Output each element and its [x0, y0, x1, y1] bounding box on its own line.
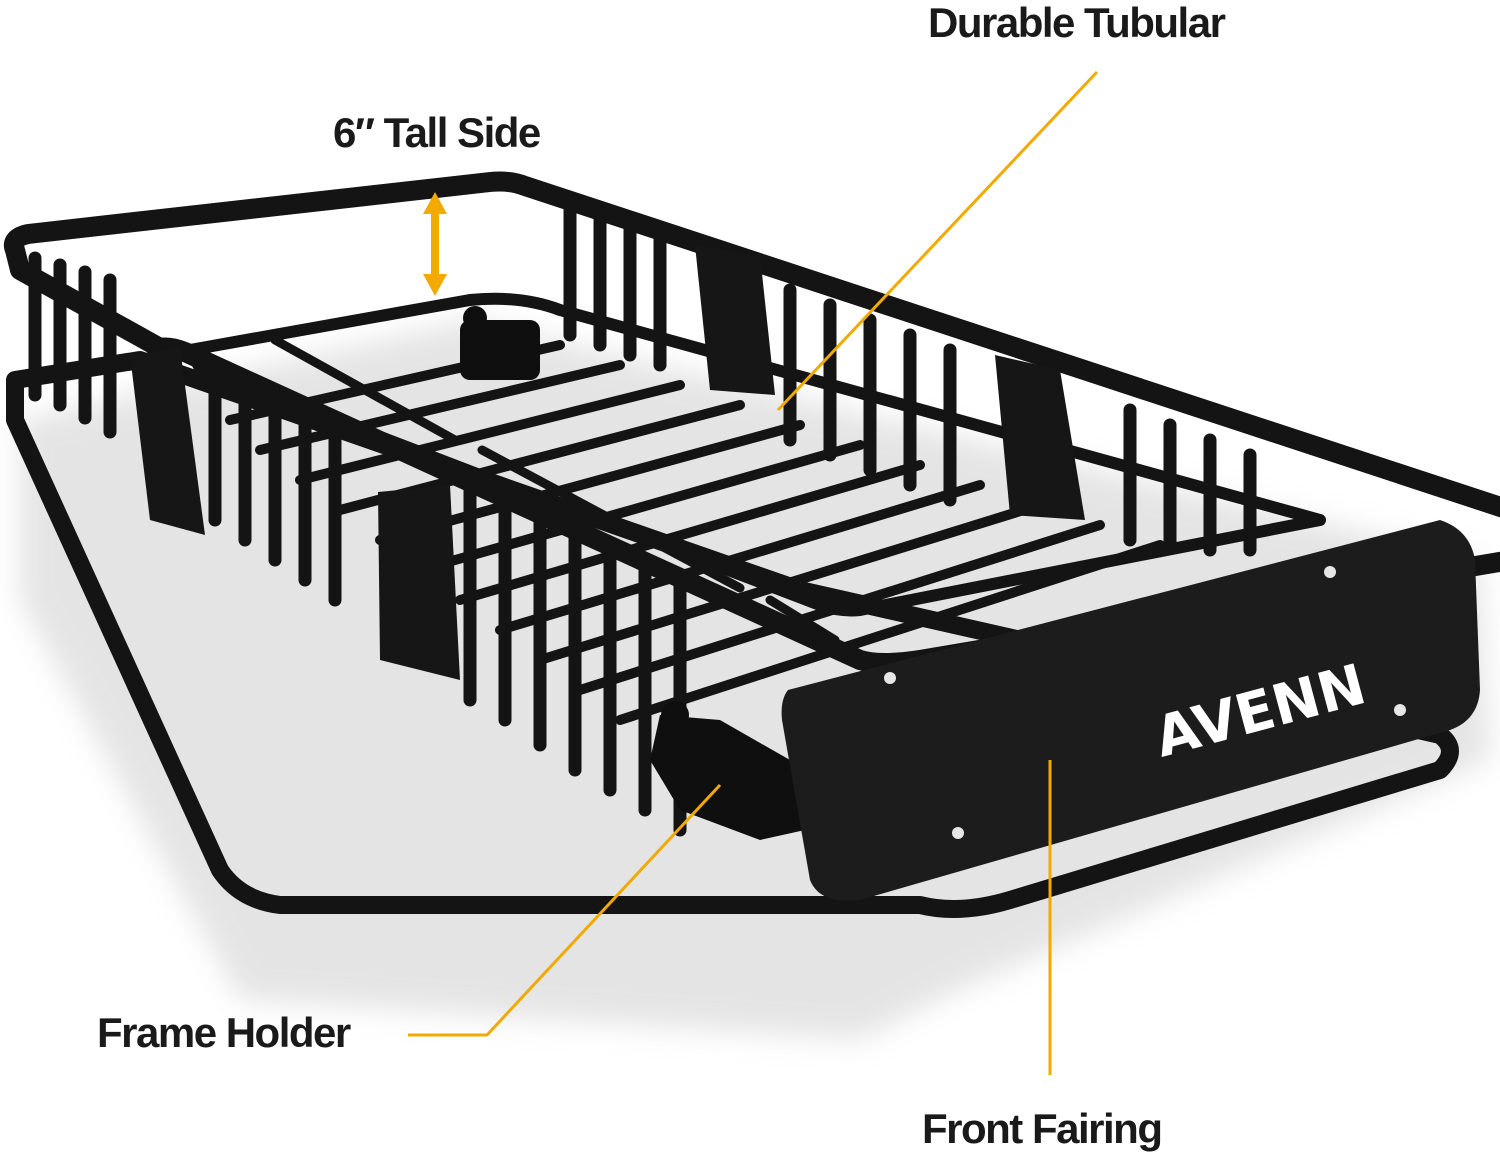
double-arrow-icon [423, 192, 447, 296]
lower-frame [6, 351, 1459, 918]
frame-holder-clamp-front [650, 701, 805, 840]
frame-holder-clamp-back [460, 306, 540, 380]
label-durable-tubular: Durable Tubular [928, 0, 1226, 46]
rod-1 [270, 335, 460, 445]
label-front-fairing: Front Fairing [922, 1105, 1163, 1152]
side-plates [130, 245, 1085, 680]
side-slats [28, 251, 687, 837]
rod-3 [765, 595, 840, 645]
label-frame-holder: Frame Holder [97, 1009, 351, 1056]
front-fairing: AVENN [781, 520, 1480, 901]
callout-line-frame-holder [408, 783, 722, 1037]
callout-lines [408, 70, 1099, 1075]
label-tall-side: 6″ Tall Side [333, 109, 541, 156]
fairing-bolts [884, 566, 1406, 839]
back-slats [563, 193, 1257, 557]
callout-line-tubular [776, 70, 1099, 412]
rod-2 [477, 445, 745, 593]
